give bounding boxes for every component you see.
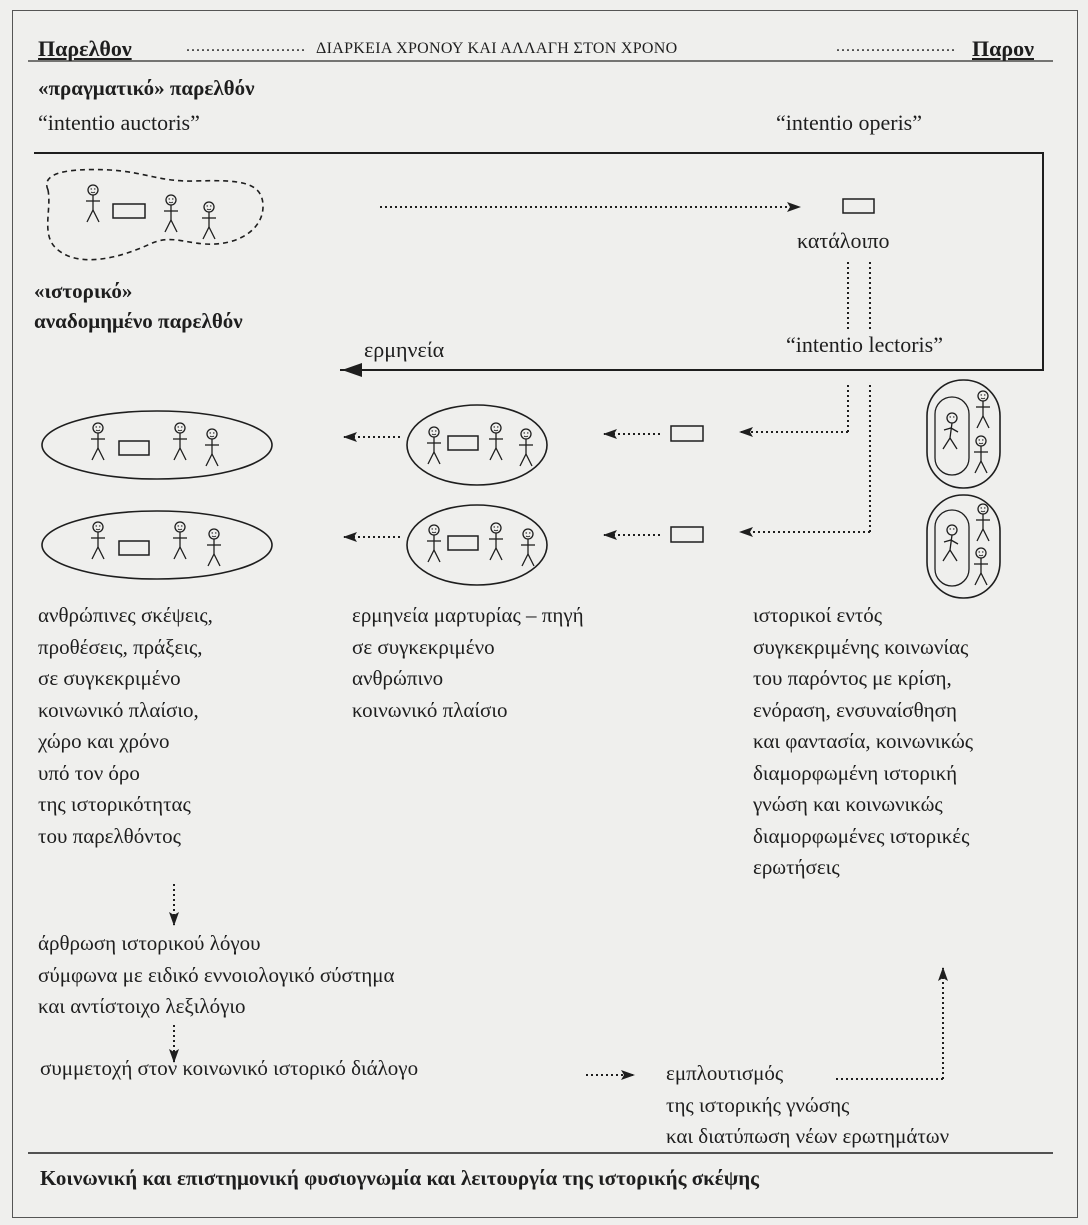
text-line: της ιστορικής γνώσης [666,1092,850,1117]
text-line: άρθρωση ιστορικού λόγου [38,931,261,955]
text-line: ενόραση, ενσυναίσθηση [753,697,957,722]
text-line: και αντίστοιχο λεξιλόγιο [38,994,246,1018]
intentio-lectoris: “intentio lectoris” [786,332,943,357]
text-line: ανθρώπινο [352,666,444,690]
text-line: σε συγκεκριμένο [38,666,181,690]
text-line: ερωτήσεις [753,855,840,879]
header-middle: ΔΙΑΡΚΕΙΑ ΧΡΟΝΟΥ ΚΑΙ ΑΛΛΑΓΗ ΣΤΟΝ ΧΡΟΝΟ [316,40,678,57]
residue-label: κατάλοιπο [797,228,890,253]
header-dots-right: ........................ [836,38,956,55]
text-line: χώρο και χρόνο [38,729,170,753]
text-line: ιστορικοί εντός [753,603,883,627]
footer-caption: Κοινωνική και επιστημονική φυσιογνωμία κ… [40,1166,759,1190]
text-line: διαμορφωμένες ιστορικές [753,823,970,848]
text-line: και διατύπωση νέων ερωτημάτων [666,1124,950,1148]
historical-label-1: «ιστορικό» [34,279,133,303]
text-line: σε συγκεκριμένο [352,634,495,659]
outer-frame [12,10,1078,1218]
header-dots-left: ........................ [186,38,306,55]
text-line: υπό τον όρο [38,760,140,785]
text-line: γνώση και κοινωνικώς [753,792,943,816]
intentio-operis: “intentio operis” [776,110,923,135]
header-past: Παρελθον [38,36,132,61]
real-past-label: «πραγματικό» παρελθόν [38,76,255,100]
intentio-auctoris: “intentio auctoris” [38,110,200,135]
articulation-text: άρθρωση ιστορικού λόγου σύμφωνα με ειδικ… [38,928,395,1023]
text-line: κοινωνικό πλαίσιο, [38,697,199,722]
text-line: και φαντασία, κοινωνικώς [753,729,974,753]
participation-text: συμμετοχή στον κοινωνικό ιστορικό διάλογ… [40,1056,419,1080]
text-line: σύμφωνα με ειδικό εννοιολογικό σύστημα [38,962,395,987]
text-line: συγκεκριμένης κοινωνίας [753,634,969,659]
middle-column-text: ερμηνεία μαρτυρίας – πηγή σε συγκεκριμέν… [352,600,584,726]
header-present: Παρον [972,36,1034,61]
text-line: ανθρώπινες σκέψεις, [38,603,213,627]
text-line: του παρελθόντος [38,823,181,848]
historical-label-2: αναδομημένο παρελθόν [34,309,243,333]
text-line: κοινωνικό πλαίσιο [352,697,508,722]
right-column-text: ιστορικοί εντός συγκεκριμένης κοινωνίας … [753,600,973,884]
left-column-text: ανθρώπινες σκέψεις, προθέσεις, πράξεις, … [38,600,213,852]
enrichment-text: εμπλουτισμός της ιστορικής γνώσης και δι… [666,1058,949,1153]
text-line: προθέσεις, πράξεις, [38,634,203,659]
text-line: του παρόντος με κρίση, [753,666,952,690]
text-line: διαμορφωμένη ιστορική [753,760,958,785]
text-line: εμπλουτισμός [666,1061,784,1085]
text-line: της ιστορικότητας [38,792,191,816]
text-line: ερμηνεία μαρτυρίας – πηγή [352,603,584,627]
interpretation-label: ερμηνεία [364,337,445,362]
